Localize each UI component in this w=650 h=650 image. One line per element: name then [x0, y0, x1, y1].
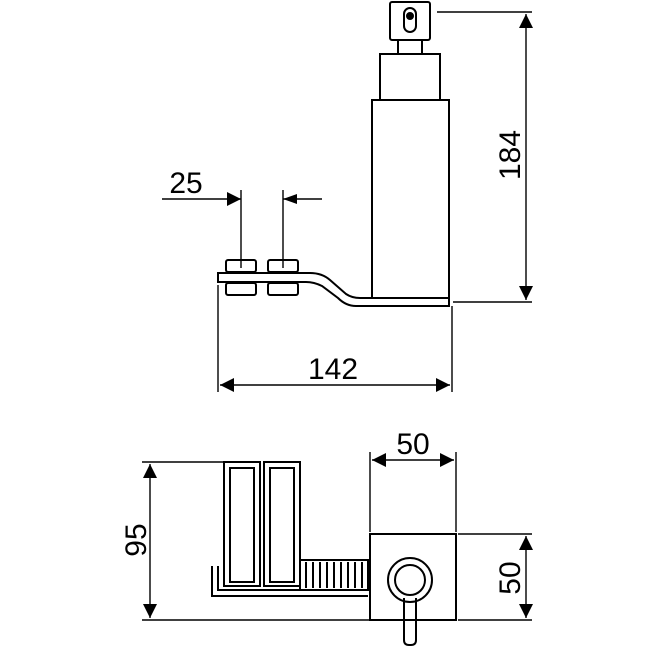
dimension-50-width-label: 50 [396, 428, 429, 461]
dimension-142 [217, 285, 453, 392]
dimension-50-square-label: 50 [494, 561, 527, 594]
dimension-25-arrow-right [283, 194, 297, 204]
dimension-50-square [458, 533, 533, 621]
dimension-184-label: 184 [494, 130, 527, 180]
top-bracket-arm [299, 559, 369, 591]
clamps [225, 259, 299, 296]
top-view [211, 461, 457, 646]
pump-head [379, 1, 441, 101]
top-pump-inner [394, 564, 426, 596]
top-spout [403, 598, 417, 646]
dimension-95-label: 95 [120, 523, 153, 556]
dimension-25 [162, 190, 322, 268]
dimension-142-label: 142 [308, 353, 358, 386]
dimension-50-width [369, 452, 457, 532]
bracket [217, 272, 450, 307]
dimension-184 [437, 11, 533, 303]
top-pump-ring [387, 557, 433, 603]
top-clamps [223, 461, 301, 587]
side-view [217, 1, 450, 307]
dimension-25-label: 25 [169, 167, 202, 200]
bottle [371, 99, 450, 299]
dimension-95 [142, 461, 370, 621]
top-dispenser-square [369, 533, 457, 621]
